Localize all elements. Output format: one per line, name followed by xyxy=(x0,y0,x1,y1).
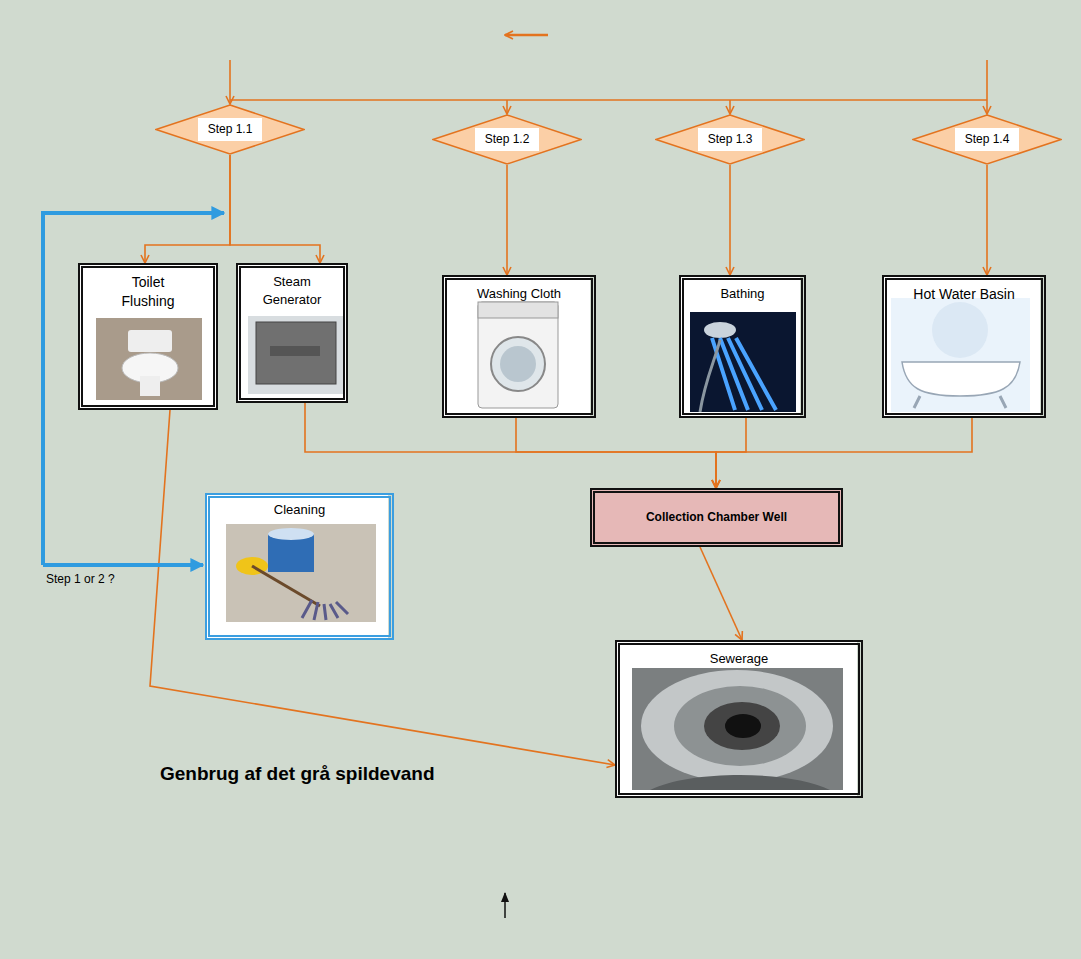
flow-arrow xyxy=(150,410,615,765)
bathtub-picture xyxy=(902,362,1020,396)
decision-diamond: Step 1.2 xyxy=(432,114,582,165)
diamond-outline xyxy=(433,115,581,164)
collection-box: Collection Chamber Well xyxy=(590,488,843,547)
supply-lines xyxy=(229,60,231,104)
supply-lines xyxy=(729,100,731,114)
toilet-picture xyxy=(140,376,160,396)
flow-arrow xyxy=(230,155,320,263)
box-label: Sewerage xyxy=(626,650,852,668)
diagram-title: Genbrug af det grå spildevand xyxy=(160,763,435,785)
shower-picture xyxy=(704,322,736,338)
steam-generator-picture xyxy=(270,346,320,356)
box-ground xyxy=(679,275,800,418)
box-label: Toilet Flushing xyxy=(112,273,184,311)
decision-diamond: Step 1.1 xyxy=(155,104,305,155)
step-label: Step 1.2 xyxy=(475,128,540,150)
flow-arrow xyxy=(700,547,742,640)
flow-arrow xyxy=(716,418,746,488)
diamond-outline xyxy=(913,115,1061,164)
supply-lines xyxy=(986,60,988,114)
cleaning-picture xyxy=(302,600,348,620)
supply-lines xyxy=(230,99,987,101)
box-label: Steam Generator xyxy=(252,273,332,308)
box-ground xyxy=(442,275,590,418)
diamond-outline xyxy=(656,115,804,164)
washing-machine-picture xyxy=(491,337,545,391)
step-label: Step 1.1 xyxy=(198,118,263,140)
shower-picture xyxy=(690,312,796,412)
bathtub-picture xyxy=(932,302,988,358)
flow-arrow xyxy=(986,165,988,275)
reuse-lines xyxy=(43,213,224,565)
bottom-arrow xyxy=(504,893,506,918)
flow-arrow xyxy=(516,418,716,488)
sewer-pipe-picture xyxy=(632,668,843,790)
shower-picture xyxy=(690,312,796,412)
box-label: Cleaning xyxy=(216,501,383,519)
washing-machine-picture xyxy=(478,302,558,408)
box-ground xyxy=(236,263,348,403)
use-box: Steam Generator xyxy=(236,263,348,403)
box-ground xyxy=(615,640,857,798)
note-label: Step 1 or 2 ? xyxy=(46,572,115,586)
use-box: Washing Cloth xyxy=(442,275,596,418)
toilet-picture xyxy=(96,318,202,400)
supply-lines xyxy=(505,34,548,37)
toilet-picture xyxy=(128,330,172,352)
use-box: Bathing xyxy=(679,275,806,418)
sewer-pipe-picture xyxy=(650,775,830,790)
sewer-pipe-picture xyxy=(641,670,833,782)
washing-machine-picture xyxy=(478,302,558,318)
step-label: Step 1.3 xyxy=(698,128,763,150)
box-label: Collection Chamber Well xyxy=(646,509,787,525)
flow-arrow xyxy=(729,165,731,275)
shower-picture xyxy=(712,338,776,410)
supply-lines xyxy=(506,100,508,114)
sewer-pipe-picture xyxy=(725,714,761,738)
decision-diamond: Step 1.3 xyxy=(655,114,805,165)
flow-arrow xyxy=(506,165,508,275)
box-label: Washing Cloth xyxy=(453,285,585,303)
bathtub-picture xyxy=(914,396,1006,408)
cleaning-picture xyxy=(226,524,376,622)
use-box: Cleaning xyxy=(205,493,394,640)
step-label: Step 1.4 xyxy=(955,128,1020,150)
steam-generator-picture xyxy=(248,316,344,394)
decision-diamond: Step 1.4 xyxy=(912,114,1062,165)
box-ground xyxy=(882,275,1040,418)
bathtub-picture xyxy=(891,298,1030,412)
sewer-box: Sewerage xyxy=(615,640,863,798)
washing-machine-picture xyxy=(478,302,558,408)
sewer-pipe-picture xyxy=(674,686,806,766)
box-label: Hot Water Basin xyxy=(893,285,1035,304)
bathtub-picture xyxy=(891,298,1030,412)
use-box: Toilet Flushing xyxy=(78,263,218,410)
diamond-outline xyxy=(156,105,304,154)
washing-machine-picture xyxy=(500,346,536,382)
sewer-pipe-picture xyxy=(704,702,780,750)
box-ground xyxy=(78,263,218,410)
box-label: Bathing xyxy=(690,285,795,303)
toilet-picture xyxy=(96,318,202,400)
shower-picture xyxy=(700,340,720,412)
reuse-lines xyxy=(43,213,224,565)
box-ground xyxy=(205,493,388,640)
flow-arrow xyxy=(145,155,230,263)
cleaning-picture xyxy=(268,528,314,540)
use-box: Hot Water Basin xyxy=(882,275,1046,418)
steam-generator-picture xyxy=(256,322,336,384)
sewer-pipe-picture xyxy=(632,668,843,790)
flow-arrow xyxy=(716,418,972,488)
bottom-arrow xyxy=(505,893,506,918)
cleaning-picture xyxy=(226,524,376,622)
cleaning-picture xyxy=(252,566,320,606)
box-ground xyxy=(78,263,1040,798)
steam-generator-picture xyxy=(248,316,344,394)
reuse-lines xyxy=(43,563,203,567)
supply-lines xyxy=(230,35,987,114)
